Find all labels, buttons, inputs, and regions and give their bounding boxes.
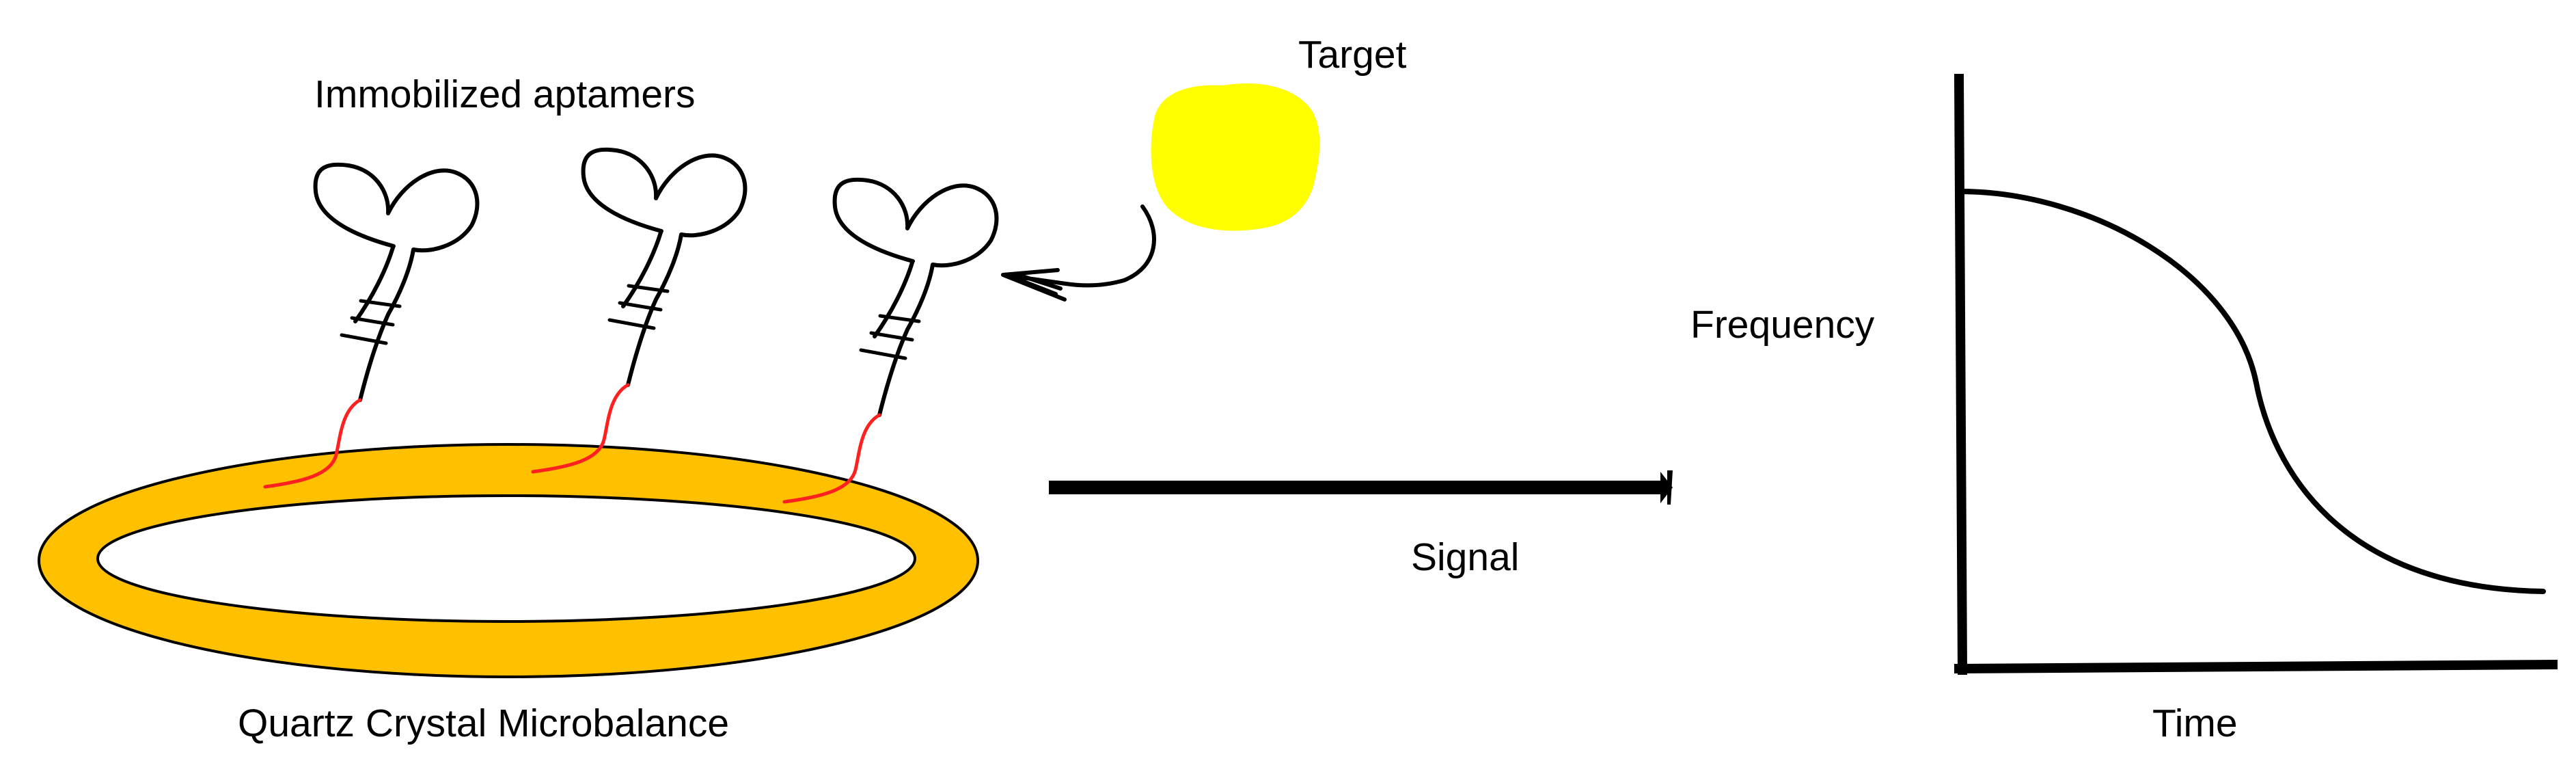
aptamer-3-strand <box>832 177 999 417</box>
aptamer-3-base-pair <box>859 348 907 360</box>
frequency-axis-label: Frequency <box>1690 303 1875 347</box>
target-label: Target <box>1298 33 1407 77</box>
aptamer-1-base-pair <box>350 316 395 327</box>
binding-arrow-head <box>1001 268 1068 302</box>
aptamer-1-strand <box>313 162 480 402</box>
aptamer-2-strand <box>581 147 748 387</box>
qcm-ring-body <box>37 443 980 678</box>
aptamer-3-stem <box>873 260 914 338</box>
aptamer-1-stem <box>353 245 395 323</box>
frequency-plot <box>1954 73 2558 675</box>
signal-arrow-tip <box>1660 472 1673 503</box>
frequency-curve <box>1957 189 2546 594</box>
aptamer-1-base-pair <box>340 333 388 345</box>
signal-label: Signal <box>1411 535 1520 579</box>
aptamer-2-base-pair <box>607 318 656 330</box>
aptamer-2-base-pair <box>618 301 663 312</box>
time-axis-label: Time <box>2152 701 2238 745</box>
target-blob <box>1151 83 1320 231</box>
aptamer-2 <box>531 147 748 474</box>
qcm-ring <box>37 443 980 678</box>
aptamer-2-linker <box>531 383 630 474</box>
x-axis <box>1954 659 2558 674</box>
aptamer-1-base-pair <box>359 299 402 308</box>
aptamer-2-base-pair <box>627 284 670 293</box>
aptamer-3 <box>782 177 999 504</box>
binding-arrow <box>1001 204 1156 302</box>
signal-arrow <box>1049 470 1673 505</box>
aptamer-1 <box>263 162 480 489</box>
aptamer-3-linker <box>782 413 881 504</box>
y-axis <box>1954 73 1968 675</box>
aptamer-1-linker <box>263 398 362 489</box>
aptamer-2-stem <box>621 230 663 308</box>
aptamer-3-base-pair <box>869 331 914 342</box>
signal-arrow-shaft <box>1049 481 1671 494</box>
qcm-label: Quartz Crystal Microbalance <box>238 701 730 745</box>
aptamers-label: Immobilized aptamers <box>314 72 696 116</box>
binding-arrow-curve <box>1064 204 1156 288</box>
aptamer-3-base-pair <box>878 314 921 323</box>
